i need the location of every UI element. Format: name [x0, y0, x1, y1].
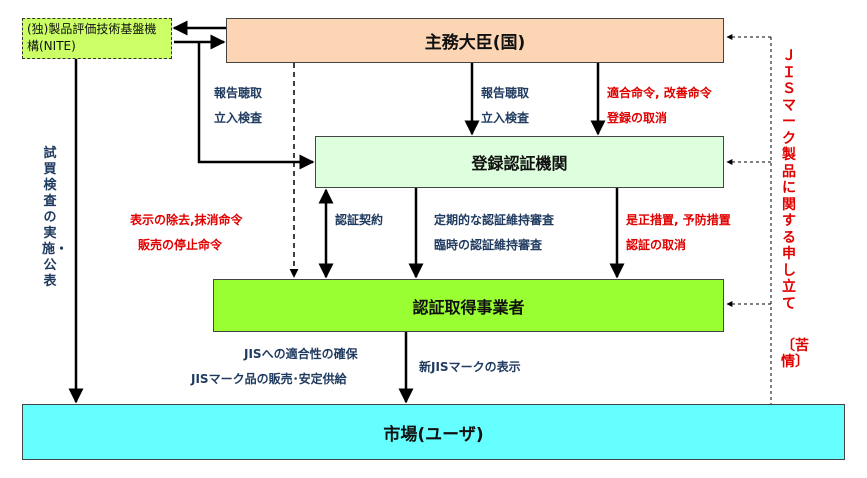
complaint-paren-label: 〔苦情〕: [781, 338, 809, 370]
new-jis-mark-label: 新JISマークの表示: [419, 360, 521, 374]
jis-supply-label: JISマーク品の販売･安定供給: [191, 372, 347, 386]
inspection-left-label: 立入検査: [214, 111, 263, 125]
periodic-review-label: 定期的な認証維持審査: [434, 213, 555, 227]
nite-label: (独)製品評価技術基盤機構(NITE): [27, 22, 157, 53]
corrective-action-label: 是正措置, 予防措置: [626, 213, 731, 227]
inspection-mid-label: 立入検査: [481, 111, 530, 125]
temporary-review-label: 臨時の認証維持審査: [434, 238, 543, 252]
registered-body-label: 登録認証機関: [471, 154, 568, 173]
registered-body-box: 登録認証機関: [315, 136, 724, 188]
complaint-vertical-label: ＪＩＳマーク製品に関する申し立て: [782, 48, 796, 312]
minister-label: 主務大臣(国): [424, 33, 526, 53]
acquirer-label: 認証取得事業者: [412, 297, 525, 317]
market-box: 市場(ユーザ): [22, 404, 845, 460]
report-hearing-mid-label: 報告聴取: [481, 86, 530, 100]
minister-box: 主務大臣(国): [226, 18, 724, 63]
conformity-order-label: 適合命令, 改善命令: [607, 86, 712, 100]
cert-contract-label: 認証契約: [335, 213, 384, 227]
report-hearing-left-label: 報告聴取: [214, 86, 263, 100]
jis-conformity-label: JISへの適合性の確保: [244, 347, 358, 361]
display-removal-label: 表示の除去,抹消命令: [130, 213, 243, 227]
arrow-nite-to-registered: [197, 42, 315, 170]
sales-stop-label: 販売の停止命令: [138, 238, 223, 252]
cert-revocation-label: 認証の取消: [626, 238, 687, 252]
test-purchase-vertical-label: 試買検査の実施・公表: [42, 146, 69, 289]
acquirer-box: 認証取得事業者: [213, 279, 724, 332]
market-label: 市場(ユーザ): [383, 424, 484, 445]
nite-box: (独)製品評価技術基盤機構(NITE): [22, 18, 172, 59]
registration-revocation-label: 登録の取消: [607, 111, 668, 125]
